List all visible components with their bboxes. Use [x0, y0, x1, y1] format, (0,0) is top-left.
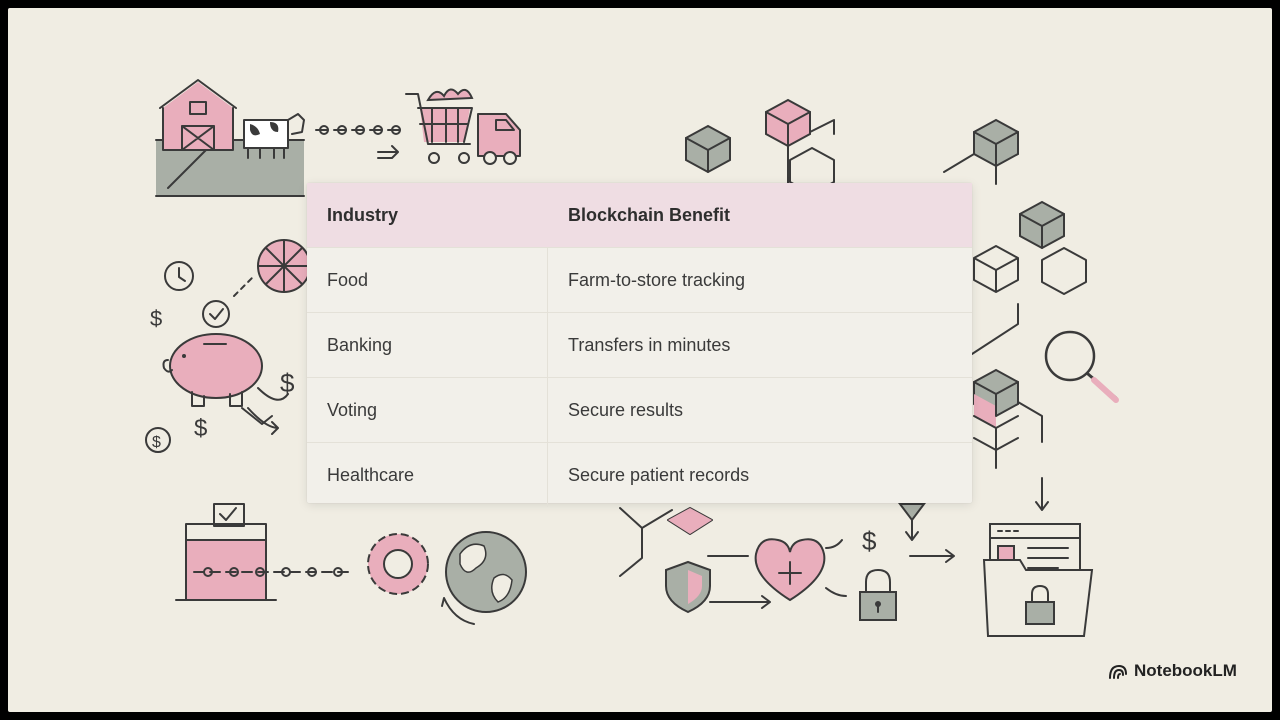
- chain-icon: [193, 567, 351, 577]
- ballot-box-icon: [175, 503, 277, 601]
- gear-icon: [257, 239, 311, 293]
- piggy-bank-icon: [162, 333, 289, 435]
- check-circle-icon: [202, 277, 253, 328]
- table-row: Food Farm-to-store tracking: [307, 248, 972, 313]
- dollar-icon: $: [862, 526, 955, 563]
- table-cell-benefit: Secure patient records: [568, 464, 750, 485]
- brand-name: NotebookLM: [1134, 661, 1237, 680]
- table-cell-industry: Healthcare: [307, 443, 548, 507]
- table-cell-industry: Banking: [307, 313, 548, 377]
- cow-icon: [243, 113, 305, 159]
- table-row: Healthcare Secure patient records: [307, 443, 972, 507]
- browser-folder-icon: [982, 523, 1094, 637]
- shopping-cart-icon: [405, 88, 474, 164]
- svg-text:$: $: [194, 415, 207, 442]
- table-cell-industry: Food: [307, 248, 548, 312]
- barn-icon: [155, 79, 305, 197]
- svg-text:$: $: [862, 526, 877, 556]
- svg-text:$: $: [280, 368, 295, 398]
- notebooklm-icon: [1109, 664, 1127, 679]
- globe-icon: [441, 531, 527, 625]
- magnifier-icon: [1044, 330, 1119, 403]
- table-cell-benefit: Transfers in minutes: [568, 334, 731, 355]
- table-row: Banking Transfers in minutes: [307, 313, 972, 378]
- brand-logo: NotebookLM: [1108, 661, 1237, 681]
- svg-text:$: $: [150, 306, 162, 331]
- column-header-benefit: Blockchain Benefit: [568, 204, 731, 225]
- slide: $ $ $ $: [8, 8, 1272, 712]
- shield-icon: [665, 560, 771, 614]
- truck-icon: [477, 113, 521, 165]
- svg-text:$: $: [152, 434, 161, 451]
- table-cell-industry: Voting: [307, 378, 548, 442]
- industry-benefit-table: Industry Blockchain Benefit Food Farm-to…: [307, 183, 972, 507]
- table-cell-benefit: Secure results: [568, 399, 684, 420]
- background-illustrations: $ $ $ $: [145, 79, 1119, 637]
- dollar-icon: $ $ $ $: [145, 306, 295, 453]
- gear-icon: [367, 533, 429, 595]
- cube-icon: [685, 98, 1087, 511]
- heart-medical-icon: [707, 538, 847, 602]
- hex-network: [619, 503, 926, 577]
- clock-icon: [164, 261, 194, 291]
- table-cell-benefit: Farm-to-store tracking: [568, 269, 746, 290]
- padlock-icon: [859, 569, 897, 621]
- chain-icon: [315, 125, 401, 159]
- table-header-row: Industry Blockchain Benefit: [307, 183, 972, 248]
- table-row: Voting Secure results: [307, 378, 972, 443]
- column-header-industry: Industry: [327, 204, 399, 225]
